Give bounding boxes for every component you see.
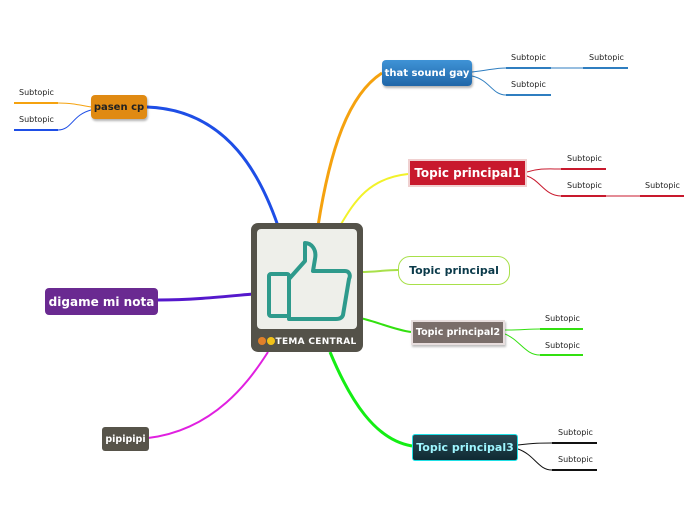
- branch-that-sound-gay: [316, 71, 383, 227]
- topic-pasen-cp[interactable]: pasen cp: [91, 95, 147, 119]
- topic-label: pasen cp: [93, 101, 145, 113]
- topic-label: Topic principal3: [416, 441, 514, 454]
- subtopic-label[interactable]: Subtopic: [511, 53, 546, 62]
- topic-label: Topic principal1: [414, 166, 521, 180]
- subtopic-label[interactable]: Subtopic: [589, 53, 624, 62]
- topic-label: digame mi nota: [48, 294, 155, 309]
- central-image: [257, 229, 357, 329]
- branch-digame-mi-nota: [157, 292, 254, 302]
- subtopic-label[interactable]: Subtopic: [558, 455, 593, 464]
- subtopic-label[interactable]: Subtopic: [558, 428, 593, 437]
- branch-topic-principal1: [339, 173, 409, 227]
- topic-digame-mi-nota[interactable]: digame mi nota: [45, 288, 158, 315]
- branch-topic-principal3: [328, 351, 413, 448]
- topic-principal3[interactable]: Topic principal3: [412, 434, 518, 461]
- subtopic-label[interactable]: Subtopic: [19, 115, 54, 124]
- central-text: TEMA CENTRAL: [275, 337, 357, 347]
- subtopic-label[interactable]: Subtopic: [511, 80, 546, 89]
- subtopic-label[interactable]: Subtopic: [19, 88, 54, 97]
- topic-principal1[interactable]: Topic principal1: [408, 159, 527, 187]
- angry-face-icon: [257, 337, 266, 345]
- topic-principal2[interactable]: Topic principal2: [411, 320, 505, 345]
- topic-label: Topic principal: [409, 264, 499, 277]
- central-label: TEMA CENTRAL: [251, 337, 363, 347]
- central-topic[interactable]: TEMA CENTRAL: [251, 223, 363, 352]
- topic-principal[interactable]: Topic principal: [398, 256, 510, 285]
- topic-label: pipipipi: [105, 433, 146, 445]
- subtopic-label[interactable]: Subtopic: [545, 314, 580, 323]
- subtopic-label[interactable]: Subtopic: [567, 154, 602, 163]
- subtopic-label[interactable]: Subtopic: [645, 181, 680, 190]
- branch-pasen-cp: [146, 105, 280, 227]
- branch-topic-principal2: [359, 317, 412, 333]
- subtopic-label[interactable]: Subtopic: [567, 181, 602, 190]
- topic-label: that sound gay: [384, 67, 470, 79]
- branch-pipipipi: [147, 351, 269, 439]
- branch-topic-principal: [359, 269, 399, 273]
- topic-that-sound-gay[interactable]: that sound gay: [382, 60, 472, 86]
- confused-face-icon: [266, 337, 275, 345]
- topic-label: Topic principal2: [415, 327, 501, 338]
- thumbs-up-icon: [267, 241, 352, 321]
- topic-pipipipi[interactable]: pipipipi: [102, 427, 149, 451]
- subtopic-label[interactable]: Subtopic: [545, 341, 580, 350]
